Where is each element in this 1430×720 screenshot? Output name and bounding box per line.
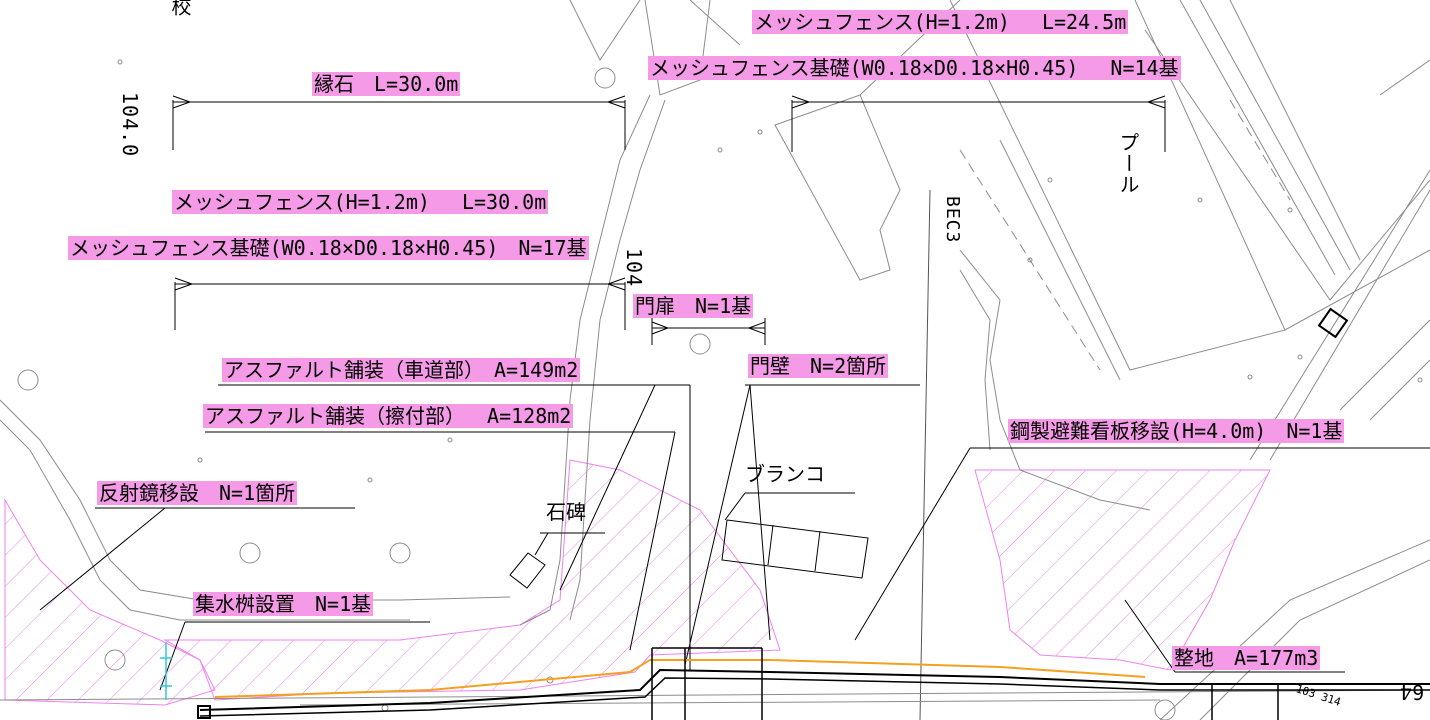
dimension-lines: [172, 95, 1166, 345]
site-objects: [509, 519, 869, 589]
pool-label: プール: [1116, 132, 1140, 195]
school-label: 校: [168, 0, 192, 17]
reflector-label: 反射鏡移設 N=1箇所: [97, 481, 298, 505]
gate-door-label: 門扉 N=1基: [633, 294, 754, 318]
asphalt-road-label: アスファルト舗装（車道部） A=149m2: [222, 358, 581, 382]
road-lines: [197, 307, 1430, 720]
elevation-104: 104: [622, 248, 646, 288]
fence-left-label: メッシュフェンス(H=1.2m) L=30.0m: [172, 190, 549, 214]
sign-relocate-label: 鋼製避難看板移設(H=4.0m) N=1基: [1008, 419, 1345, 443]
fence-foundation-left-label: メッシュフェンス基礎(W0.18×D0.18×H0.45) N=17基: [68, 236, 589, 260]
swing-label: ブランコ: [745, 462, 825, 486]
curb-label: 縁石 L=30.0m: [312, 72, 461, 96]
leader-lines: [39, 384, 1430, 691]
survey-circles: [17, 59, 1423, 720]
asphalt-join-label: アスファルト舗装（擦付部） A=128m2: [203, 404, 574, 428]
monument-label: 石碑: [546, 500, 586, 524]
fence-right-label: メッシュフェンス(H=1.2m) L=24.5m: [752, 10, 1129, 34]
hatched-areas: [4, 459, 1271, 706]
edge-number-label: 64: [1400, 680, 1425, 704]
fence-foundation-right-label: メッシュフェンス基礎(W0.18×D0.18×H0.45) N=14基: [648, 56, 1181, 80]
catch-basin-marker: [160, 642, 172, 700]
elevation-104-0: 104.0: [118, 92, 142, 158]
catch-basin-label: 集水桝設置 N=1基: [193, 592, 374, 616]
grading-label: 整地 A=177m3: [1172, 646, 1321, 670]
bec3-label: BEC3: [942, 196, 963, 244]
gate-wall-label: 門壁 N=2箇所: [748, 354, 889, 378]
